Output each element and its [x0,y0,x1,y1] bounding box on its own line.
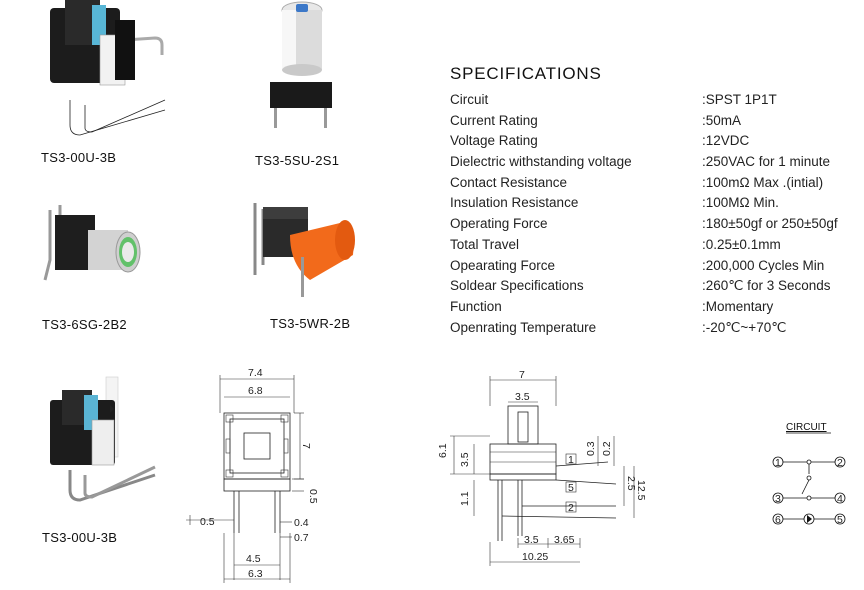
spec-row: Circuit :SPST 1P1T [450,92,864,112]
front-view-dimension-drawing: 7.4 6.8 7 0.5 0.5 0.4 0.7 4.5 6.3 [186,367,319,583]
spec-value: :100mΩ Max .(intial) [702,175,824,190]
spec-name: Voltage Rating [450,133,538,148]
circuit-title: CIRCUIT [786,422,827,433]
spec-value: :-20℃~+70℃ [702,320,787,335]
circuit-pin: 3 [775,493,781,505]
product-label: TS3-5WR-2B [270,316,351,331]
spec-name: Function [450,299,502,314]
spec-name: Contact Resistance [450,175,568,190]
spec-name: Soldear Specifications [450,278,584,293]
circuit-pin: 6 [775,514,781,526]
spec-name: Operating Force [450,216,548,231]
dim-0-5-right: 0.5 [307,489,319,504]
circuit-pin: 5 [837,514,843,526]
dim-7-4: 7.4 [248,367,263,379]
dim-side-1-1: 1.1 [459,491,471,506]
side-view-dimension-drawing: 7 3.5 1 5 2 6.1 3.5 1.1 0.3 0.2 2.5 12.5… [438,369,647,566]
dim-side-6-1: 6.1 [438,443,449,458]
led-diode-icon [807,515,812,523]
spec-value: :100MΩ Min. [702,195,779,210]
pin-number: 5 [568,482,574,494]
product-image-ts3-00u-3b-bottom [50,376,156,502]
spec-value: :Momentary [702,299,774,314]
spec-row: Opearating Force :200,000 Cycles Min [450,258,864,278]
dim-side-3-5-top: 3.5 [515,391,530,403]
spec-row: Total Travel :0.25±0.1mm [450,237,864,257]
dim-7: 7 [300,443,312,449]
spec-name: Current Rating [450,113,538,128]
dim-6-8: 6.8 [248,385,263,397]
dim-0-5-left: 0.5 [200,516,215,528]
dim-side-7: 7 [519,369,525,381]
product-label: TS3-5SU-2S1 [255,153,340,168]
product-image-ts3-5su-2s1 [270,1,332,128]
spec-row: Soldear Specifications :260℃ for 3 Second… [450,278,864,298]
dim-side-3-65: 3.65 [554,534,575,546]
spec-value: :200,000 Cycles Min [702,258,825,273]
circuit-diagram: CIRCUIT 1 2 3 4 6 5 [772,422,846,526]
spec-row: Openrating Temperature :-20℃~+70℃ [450,320,864,340]
spec-value: :50mA [702,113,742,128]
spec-name: Openrating Temperature [450,320,597,335]
dim-6-3: 6.3 [248,568,263,580]
specifications-title: SPECIFICATIONS [450,64,602,83]
product-image-ts3-6sg-2b2 [43,205,141,281]
spec-value: :12VDC [702,133,750,148]
spec-name: Total Travel [450,237,520,252]
dim-side-0-3: 0.3 [585,441,597,456]
circuit-pin: 2 [837,457,843,469]
dim-4-5: 4.5 [246,553,261,565]
product-image-ts3-00u-3b-top [50,0,166,136]
spec-value: :0.25±0.1mm [702,237,781,252]
dim-side-3-5-bottom: 3.5 [524,534,539,546]
dim-0-7: 0.7 [294,532,309,544]
spec-name: Dielectric withstanding voltage [450,154,632,169]
dim-side-0-2: 0.2 [601,441,613,456]
spec-value: :SPST 1P1T [702,92,777,107]
dim-side-3-5-left: 3.5 [459,452,471,467]
spec-row: Insulation Resistance :100MΩ Min. [450,195,864,215]
spec-row: Dielectric withstanding voltage :250VAC f… [450,154,864,174]
product-label: TS3-00U-3B [41,150,117,165]
spec-name: Circuit [450,92,489,107]
circuit-pin: 4 [837,493,843,505]
spec-row: Current Rating :50mA [450,113,864,133]
spec-row: Voltage Rating :12VDC [450,133,864,153]
dim-0-4: 0.4 [294,517,309,529]
spec-row: Contact Resistance :100mΩ Max .(intial) [450,175,864,195]
spec-value: :260℃ for 3 Seconds [702,278,831,293]
spec-value: :180±50gf or 250±50gf [702,216,838,231]
circuit-pin: 1 [775,457,781,469]
pin-number: 2 [568,502,574,514]
product-label: TS3-00U-3B [42,530,118,545]
spec-row: Function :Momentary [450,299,864,319]
dim-side-10-25: 10.25 [522,551,548,563]
pin-number: 1 [568,454,574,466]
spec-name: Insulation Resistance [450,195,579,210]
product-label: TS3-6SG-2B2 [42,317,127,332]
spec-row: Operating Force :180±50gf or 250±50gf [450,216,864,236]
dim-side-12-5: 12.5 [635,480,647,501]
spec-value: :250VAC for 1 minute [702,154,831,169]
product-image-ts3-5wr-2b [253,203,355,297]
spec-name: Opearating Force [450,258,556,273]
